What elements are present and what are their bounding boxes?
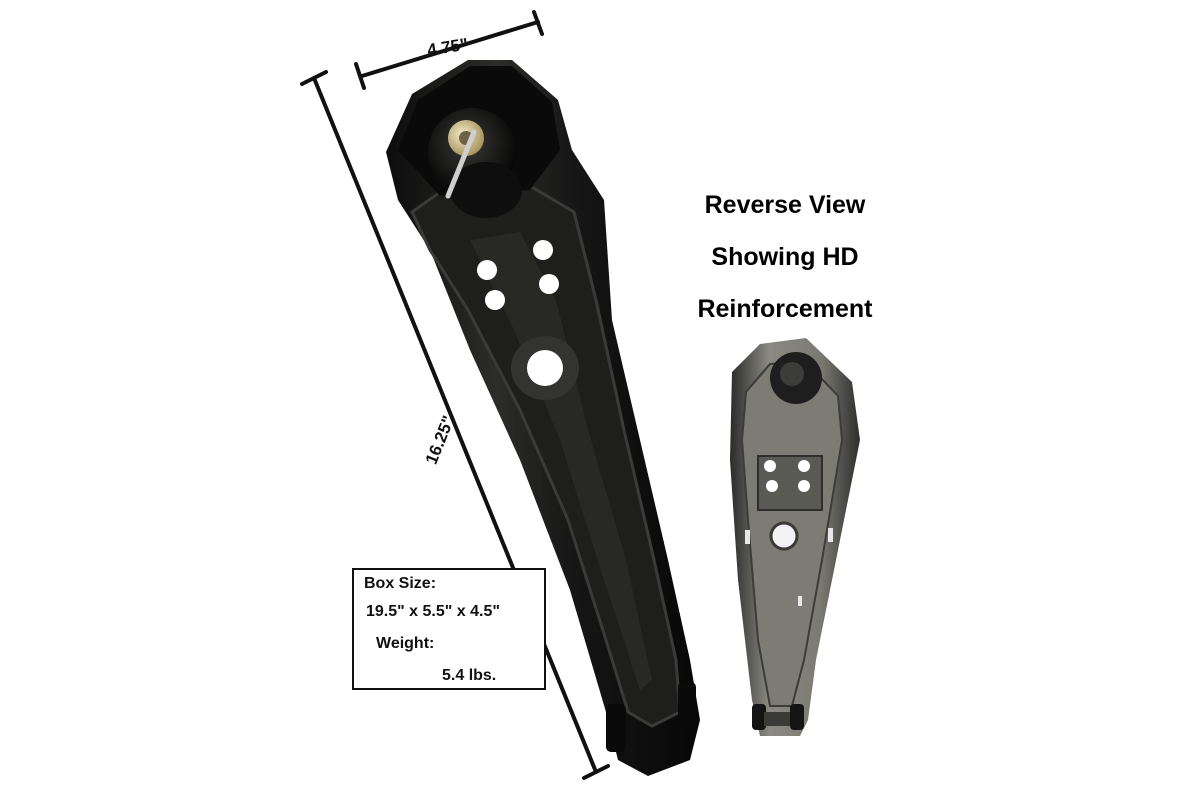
weight-label: Weight: [376,635,435,652]
control-arm-reverse [730,338,860,736]
control-arm-front [386,60,700,776]
caption-reverse-view: Reverse View [704,191,866,219]
caption-reinforcement: Reinforcement [697,295,873,323]
length-dimension-arrow [300,70,610,780]
box-size-value: 19.5" x 5.5" x 4.5" [366,603,500,620]
width-dimension-arrow [354,10,544,90]
weight-value: 5.4 lbs. [442,667,497,684]
caption-showing-hd: Showing HD [711,243,859,271]
box-size-label: Box Size: [364,575,437,592]
shipping-info-box: Box Size: 19.5" x 5.5" x 4.5" Weight: 5.… [352,568,546,690]
